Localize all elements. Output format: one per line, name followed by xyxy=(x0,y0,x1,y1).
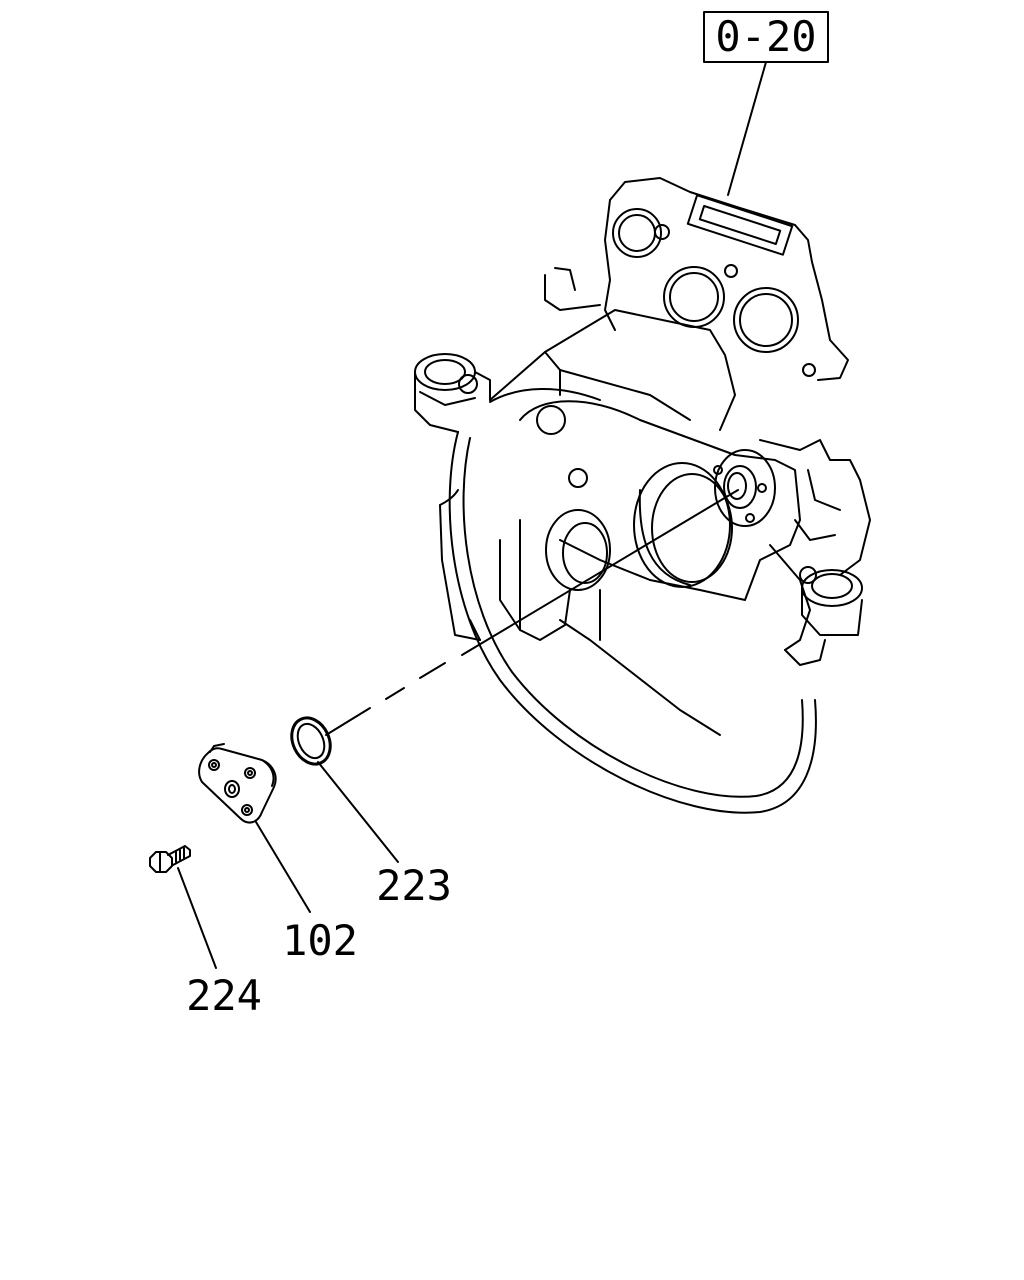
callout-224-leader xyxy=(177,867,217,969)
o-ring-part-223[interactable] xyxy=(285,712,338,771)
assembly-axis-line xyxy=(325,489,739,736)
reference-box[interactable]: 0-20 xyxy=(703,11,829,63)
flywheel-housing xyxy=(414,177,871,814)
reference-leader-line xyxy=(727,61,767,196)
reference-box-label: 0-20 xyxy=(715,12,816,61)
cover-plate-part-102[interactable] xyxy=(198,743,277,824)
callout-102-leader xyxy=(255,821,311,913)
callout-223-label[interactable]: 223 xyxy=(376,861,452,910)
bolt-part-224[interactable] xyxy=(149,845,191,873)
callout-224-label[interactable]: 224 xyxy=(186,971,262,1020)
callout-102-label[interactable]: 102 xyxy=(282,916,358,965)
callout-223-leader xyxy=(317,761,399,863)
